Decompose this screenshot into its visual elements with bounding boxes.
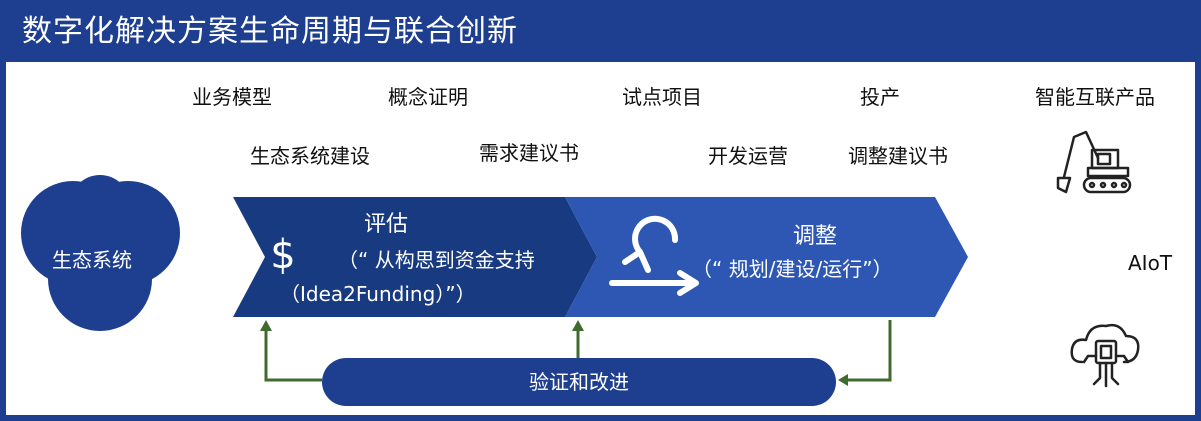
label-production: 投产 bbox=[860, 85, 900, 109]
dollar-icon: $ bbox=[270, 232, 295, 278]
adjust-title: 调整 bbox=[793, 224, 838, 249]
label-requirements-doc: 需求建议书 bbox=[479, 141, 579, 165]
adjust-line1: （“ 规划/建设/运行”） bbox=[692, 257, 893, 281]
label-dev-operations: 开发运营 bbox=[708, 144, 788, 168]
label-business-model: 业务模型 bbox=[192, 85, 272, 109]
evaluate-line1: （“ 从构思到资金支持 bbox=[338, 248, 535, 272]
evaluate-title: 评估 bbox=[364, 212, 409, 237]
header-bar: 数字化解决方案生命周期与联合创新 bbox=[0, 0, 1201, 62]
excavator-icon bbox=[1056, 130, 1132, 194]
label-smart-products: 智能互联产品 bbox=[1035, 85, 1155, 109]
aiot-label: AIoT bbox=[1128, 251, 1173, 275]
feedback-pill: 验证和改进 bbox=[322, 358, 836, 406]
ecosystem-cloud-shape bbox=[21, 175, 180, 331]
page-title: 数字化解决方案生命周期与联合创新 bbox=[22, 14, 518, 49]
adjust-arrow bbox=[565, 197, 968, 317]
evaluate-line2: （Idea2Funding）”） bbox=[280, 282, 476, 306]
feedback-arrowheads bbox=[260, 320, 848, 386]
cycle-arrow-icon bbox=[609, 215, 699, 296]
feedback-arrows bbox=[264, 320, 892, 382]
evaluate-arrow bbox=[233, 197, 597, 317]
label-adjust-proposal: 调整建议书 bbox=[848, 144, 948, 168]
ecosystem-label: 生态系统 bbox=[52, 248, 132, 272]
cloud-chip-icon bbox=[1070, 323, 1140, 388]
label-pilot-project: 试点项目 bbox=[622, 85, 702, 109]
label-ecosystem-building: 生态系统建设 bbox=[250, 144, 370, 168]
label-proof-of-concept: 概念证明 bbox=[388, 85, 468, 109]
